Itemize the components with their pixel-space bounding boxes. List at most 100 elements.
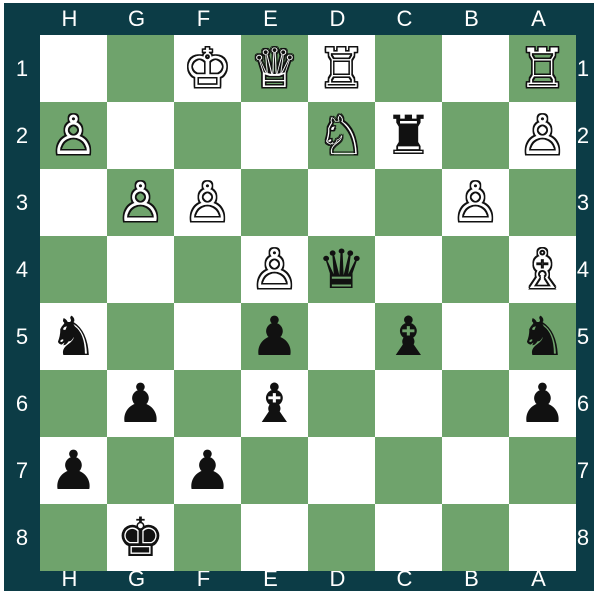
- square-e3[interactable]: [241, 169, 308, 236]
- chess-board-frame: H G F E D C B A H G F E D C B A 1 2 3 4 …: [4, 3, 594, 591]
- square-c2[interactable]: ♜: [375, 102, 442, 169]
- square-a7[interactable]: [509, 437, 576, 504]
- white-pawn-icon[interactable]: ♙: [183, 176, 231, 230]
- square-a4[interactable]: ♗: [509, 236, 576, 303]
- file-label-top: B: [438, 5, 505, 33]
- square-d3[interactable]: [308, 169, 375, 236]
- white-pawn-icon[interactable]: ♙: [451, 176, 499, 230]
- square-c8[interactable]: [375, 504, 442, 571]
- square-g7[interactable]: [107, 437, 174, 504]
- square-g1[interactable]: [107, 35, 174, 102]
- square-h8[interactable]: [40, 504, 107, 571]
- black-bishop-icon[interactable]: ♝: [384, 310, 432, 364]
- black-bishop-icon[interactable]: ♝: [250, 377, 298, 431]
- black-pawn-icon[interactable]: ♟: [116, 377, 164, 431]
- square-a3[interactable]: [509, 169, 576, 236]
- square-h2[interactable]: ♙: [40, 102, 107, 169]
- square-e8[interactable]: [241, 504, 308, 571]
- square-e5[interactable]: ♟: [241, 303, 308, 370]
- square-g2[interactable]: [107, 102, 174, 169]
- square-f2[interactable]: [174, 102, 241, 169]
- square-g6[interactable]: ♟: [107, 370, 174, 437]
- square-b4[interactable]: [442, 236, 509, 303]
- square-e6[interactable]: ♝: [241, 370, 308, 437]
- square-e1[interactable]: ♕: [241, 35, 308, 102]
- square-c4[interactable]: [375, 236, 442, 303]
- square-h4[interactable]: [40, 236, 107, 303]
- square-h3[interactable]: [40, 169, 107, 236]
- square-f3[interactable]: ♙: [174, 169, 241, 236]
- white-pawn-icon[interactable]: ♙: [49, 109, 97, 163]
- white-pawn-icon[interactable]: ♙: [250, 243, 298, 297]
- square-b6[interactable]: [442, 370, 509, 437]
- black-knight-icon[interactable]: ♞: [518, 310, 566, 364]
- rank-label-left: 3: [8, 169, 36, 236]
- square-c6[interactable]: [375, 370, 442, 437]
- file-label-top: C: [371, 5, 438, 33]
- file-label-top: G: [103, 5, 170, 33]
- square-b7[interactable]: [442, 437, 509, 504]
- square-g3[interactable]: ♙: [107, 169, 174, 236]
- square-d8[interactable]: [308, 504, 375, 571]
- square-c7[interactable]: [375, 437, 442, 504]
- square-g8[interactable]: ♚: [107, 504, 174, 571]
- square-h1[interactable]: [40, 35, 107, 102]
- square-a5[interactable]: ♞: [509, 303, 576, 370]
- file-label-top: H: [36, 5, 103, 33]
- square-b1[interactable]: [442, 35, 509, 102]
- square-f8[interactable]: [174, 504, 241, 571]
- square-g4[interactable]: [107, 236, 174, 303]
- square-c1[interactable]: [375, 35, 442, 102]
- rank-label-left: 1: [8, 35, 36, 102]
- square-f5[interactable]: [174, 303, 241, 370]
- black-pawn-icon[interactable]: ♟: [518, 377, 566, 431]
- square-d4[interactable]: ♛: [308, 236, 375, 303]
- square-e7[interactable]: [241, 437, 308, 504]
- white-king-icon[interactable]: ♔: [183, 42, 231, 96]
- white-rook-icon[interactable]: ♖: [317, 42, 365, 96]
- square-b8[interactable]: [442, 504, 509, 571]
- square-f4[interactable]: [174, 236, 241, 303]
- black-rook-icon[interactable]: ♜: [384, 109, 432, 163]
- square-c3[interactable]: [375, 169, 442, 236]
- square-d2[interactable]: ♘: [308, 102, 375, 169]
- chess-board: ♔ ♕ ♖ ♖ ♙ ♘ ♜ ♙ ♙ ♙ ♙ ♙ ♛ ♗ ♞ ♟ ♝ ♞ ♟ ♝ ♟ ♟ ♟ ♚: [40, 35, 576, 571]
- black-pawn-icon[interactable]: ♟: [49, 444, 97, 498]
- square-d1[interactable]: ♖: [308, 35, 375, 102]
- black-queen-icon[interactable]: ♛: [317, 243, 365, 297]
- black-knight-icon[interactable]: ♞: [49, 310, 97, 364]
- square-f1[interactable]: ♔: [174, 35, 241, 102]
- square-b5[interactable]: [442, 303, 509, 370]
- square-a1[interactable]: ♖: [509, 35, 576, 102]
- square-d7[interactable]: [308, 437, 375, 504]
- square-a6[interactable]: ♟: [509, 370, 576, 437]
- white-pawn-icon[interactable]: ♙: [518, 109, 566, 163]
- rank-label-left: 4: [8, 236, 36, 303]
- square-c5[interactable]: ♝: [375, 303, 442, 370]
- square-h5[interactable]: ♞: [40, 303, 107, 370]
- file-label-top: D: [304, 5, 371, 33]
- square-h6[interactable]: [40, 370, 107, 437]
- black-pawn-icon[interactable]: ♟: [183, 444, 231, 498]
- black-king-icon[interactable]: ♚: [116, 511, 164, 565]
- square-b3[interactable]: ♙: [442, 169, 509, 236]
- square-f7[interactable]: ♟: [174, 437, 241, 504]
- square-g5[interactable]: [107, 303, 174, 370]
- square-e4[interactable]: ♙: [241, 236, 308, 303]
- white-bishop-icon[interactable]: ♗: [518, 243, 566, 297]
- white-queen-icon[interactable]: ♕: [250, 42, 298, 96]
- square-e2[interactable]: [241, 102, 308, 169]
- square-a2[interactable]: ♙: [509, 102, 576, 169]
- square-d6[interactable]: [308, 370, 375, 437]
- square-b2[interactable]: [442, 102, 509, 169]
- black-pawn-icon[interactable]: ♟: [250, 310, 298, 364]
- rank-label-left: 2: [8, 102, 36, 169]
- square-a8[interactable]: [509, 504, 576, 571]
- square-d5[interactable]: [308, 303, 375, 370]
- white-knight-icon[interactable]: ♘: [317, 109, 365, 163]
- rank-label-left: 8: [8, 504, 36, 571]
- square-f6[interactable]: [174, 370, 241, 437]
- square-h7[interactable]: ♟: [40, 437, 107, 504]
- white-pawn-icon[interactable]: ♙: [116, 176, 164, 230]
- white-rook-icon[interactable]: ♖: [518, 42, 566, 96]
